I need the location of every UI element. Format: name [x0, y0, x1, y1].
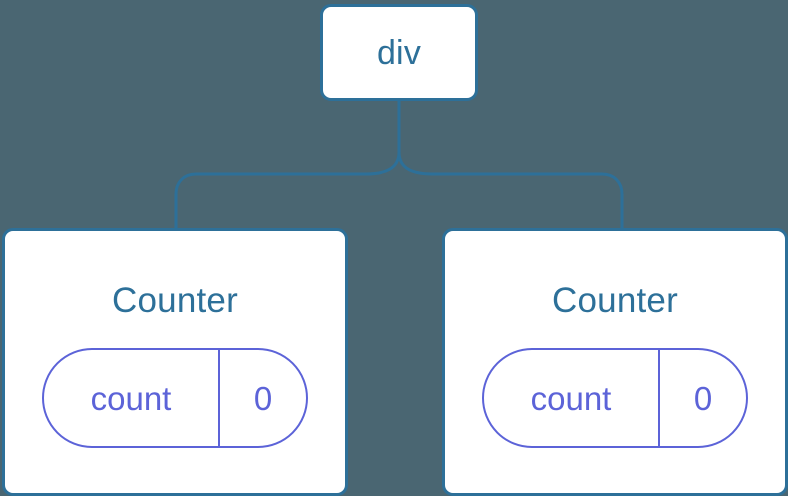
state-pill-counter-1[interactable]: count 0: [42, 348, 308, 448]
state-value-counter-2: 0: [693, 379, 713, 417]
state-key-counter-2: count: [484, 350, 660, 446]
state-key-counter-1: count: [44, 350, 220, 446]
state-pill-counter-2[interactable]: count 0: [482, 348, 748, 448]
node-div[interactable]: div: [320, 4, 478, 101]
edge-root-to-counter-2: [397, 151, 624, 230]
edge-root-to-counter-1: [174, 151, 401, 230]
node-div-label: div: [376, 33, 422, 72]
node-counter-2-label: Counter: [552, 281, 678, 320]
node-counter-2[interactable]: Counter count 0: [442, 228, 788, 496]
state-value-counter-1: 0: [253, 379, 273, 417]
node-counter-1[interactable]: Counter count 0: [2, 228, 348, 496]
node-counter-1-label: Counter: [112, 281, 238, 320]
